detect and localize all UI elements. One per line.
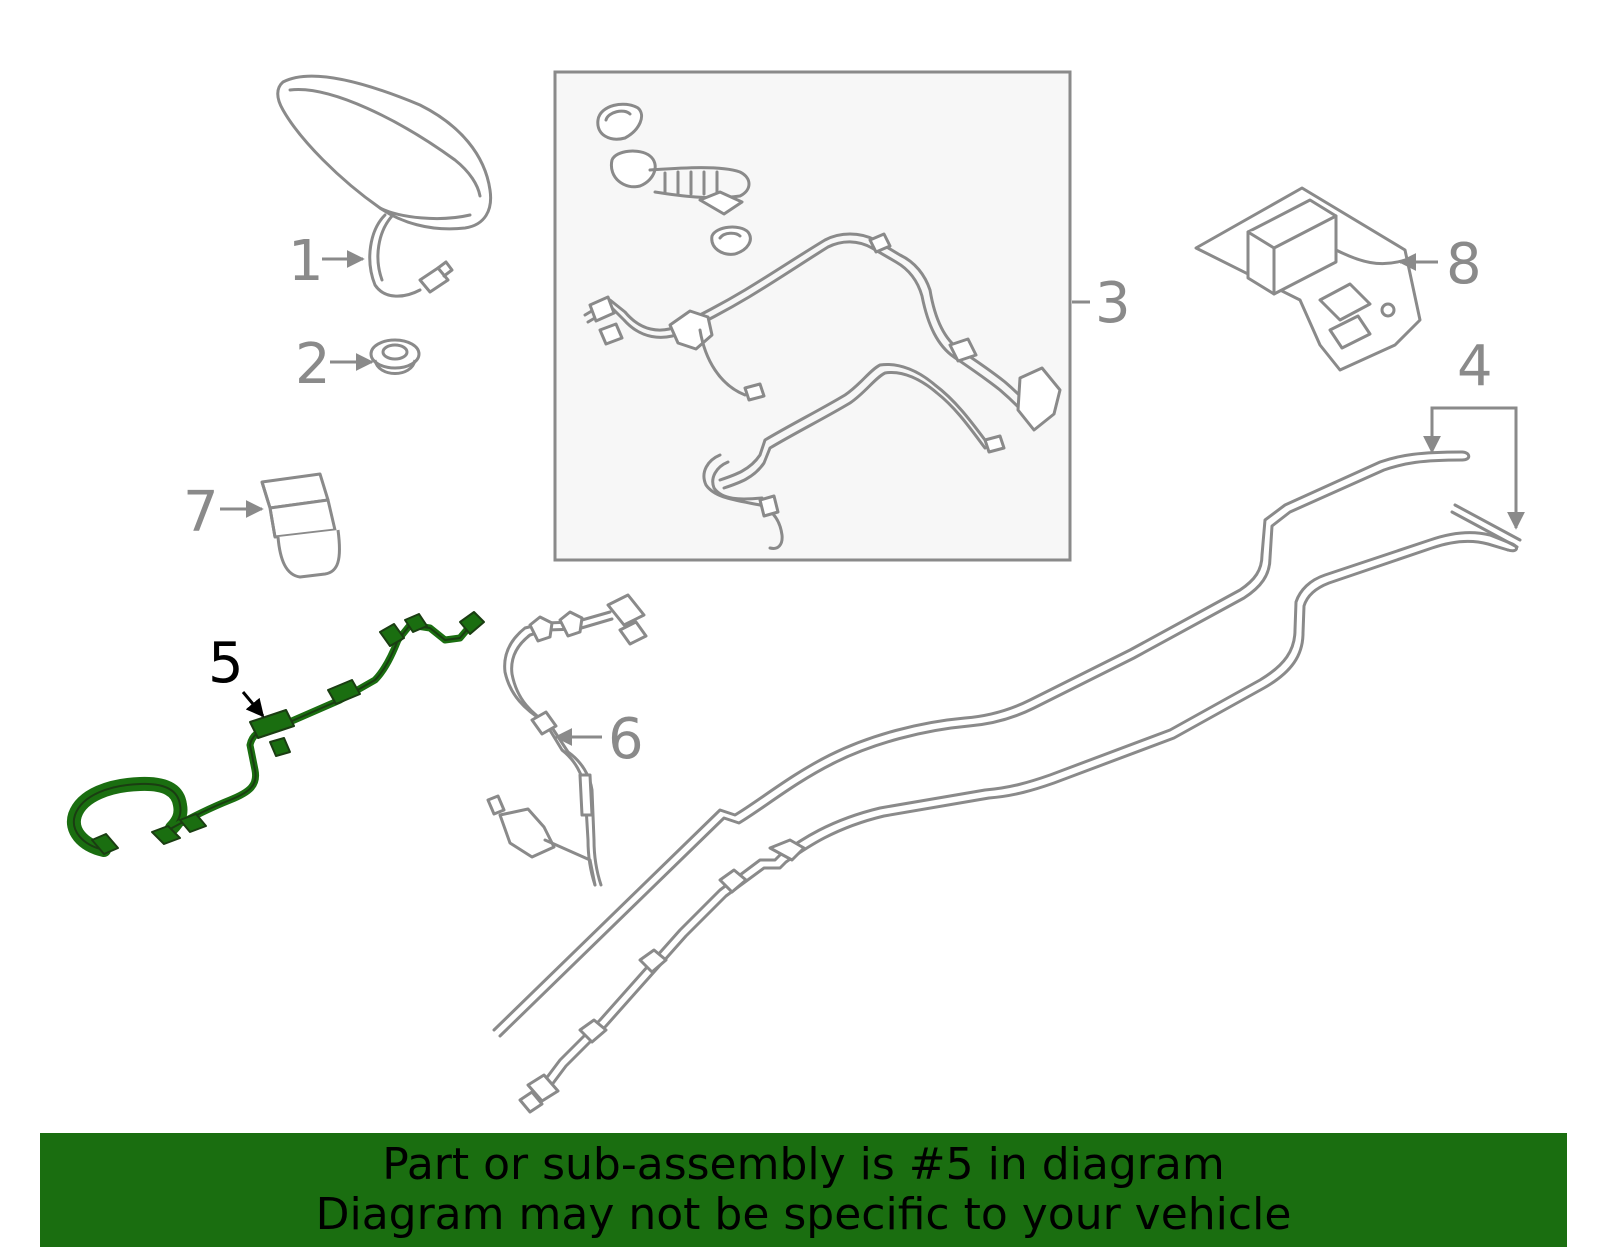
callout-5: 5 — [208, 631, 244, 696]
grommet-part — [369, 338, 421, 375]
banner-line-part-number: Part or sub-assembly is #5 in diagram — [382, 1139, 1225, 1190]
callout-3: 3 — [1095, 271, 1131, 336]
callout-8: 8 — [1446, 232, 1482, 297]
callout-4: 4 — [1457, 334, 1493, 399]
callout-2: 2 — [295, 332, 331, 397]
callout-1: 1 — [288, 229, 324, 294]
callout-6: 6 — [608, 707, 644, 772]
info-banner: Part or sub-assembly is #5 in diagram Di… — [40, 1133, 1567, 1247]
bracket-module-part — [1194, 186, 1422, 372]
callout-7: 7 — [183, 480, 219, 545]
subassembly-box — [553, 70, 1072, 562]
antenna-part — [276, 74, 493, 298]
highlighted-harness-part — [66, 611, 485, 857]
sensor-harness-part — [486, 593, 648, 887]
long-cables-part — [492, 450, 1522, 1114]
module-part — [260, 472, 341, 579]
leader-lines — [220, 250, 1525, 746]
banner-line-disclaimer: Diagram may not be specific to your vehi… — [315, 1189, 1292, 1240]
leader-line-5 — [241, 691, 265, 718]
